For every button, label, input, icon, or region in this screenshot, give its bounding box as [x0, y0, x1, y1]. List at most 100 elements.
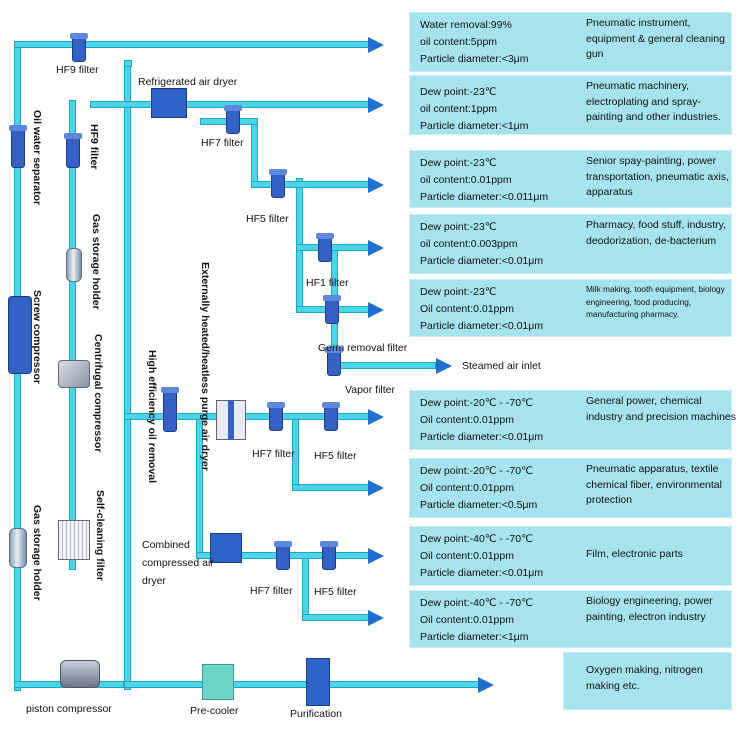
self-cleaning-filter-icon	[58, 520, 90, 560]
piston-compressor-icon	[60, 660, 100, 688]
application-text: Senior spay-painting, power transportati…	[586, 155, 729, 198]
heatless-dryer-icon	[216, 400, 246, 440]
hf1-filter-icon	[316, 233, 334, 262]
hf7-filter-b-icon	[267, 402, 285, 431]
arrow-row-8	[368, 548, 384, 564]
high-efficiency-filter-icon	[161, 387, 179, 432]
spec-line: oil content:0.003ppm	[420, 238, 518, 250]
spec-line: Dew point:-23℃	[420, 157, 497, 169]
arrow-row-5	[368, 302, 384, 318]
label-self-cleaning-filter: Self-cleaning filter	[94, 490, 106, 582]
arrow-row-2	[368, 97, 384, 113]
label-hf5-filter-b: HF5 filter	[314, 450, 357, 462]
application-text: Milk making, tooth equipment, biology en…	[586, 284, 725, 319]
arrow-row-9	[368, 610, 384, 626]
label-vapor-filter: Vapor filter	[345, 384, 395, 396]
info-panel-10: Oxygen making, nitrogen making etc.	[563, 652, 732, 710]
label-high-efficiency-oil-removal: High efficiency oil removal	[146, 350, 158, 484]
label-germ-removal-filter: Germ removal filter	[318, 342, 408, 354]
spec-line: Particle diameter:<0.011μm	[420, 191, 549, 203]
spec-line: Oil content:0.01ppm	[420, 482, 514, 494]
pipe-row-1	[14, 41, 370, 48]
spec-line: Dew point:-23℃	[420, 286, 497, 298]
pipe-hf7-down	[251, 118, 258, 188]
label-gas-storage-mid: Gas storage holder	[90, 214, 102, 310]
spec-line: Particle diameter:<0.01μm	[420, 431, 544, 443]
label-hf9-filter-v: HF9 filter	[88, 124, 100, 170]
label-external-heated-dryer: Externally heated/heatless purge air dry…	[199, 262, 211, 471]
pipe-row-10	[124, 681, 480, 688]
hf9-filter-v-icon	[64, 133, 82, 168]
spec-line: Dew point:-40℃ - -70℃	[420, 533, 533, 545]
hf7-filter-c-icon	[274, 541, 292, 570]
hf5-filter-c-icon	[320, 541, 338, 570]
refrigerated-dryer-icon	[151, 88, 187, 118]
spec-line: Particle diameter:<0.01μm	[420, 255, 544, 267]
centrifugal-compressor-icon	[58, 360, 90, 388]
label-pre-cooler: Pre-cooler	[190, 705, 239, 717]
hf9-filter-icon	[70, 33, 88, 62]
spec-line: oil content:5ppm	[420, 36, 498, 48]
spec-line: Particle diameter:<1μm	[420, 631, 529, 643]
spec-line: Dew point:-20℃ - -70℃	[420, 397, 533, 409]
pipe-steam	[336, 362, 436, 369]
label-hf7-filter-b: HF7 filter	[252, 448, 295, 460]
spec-line: Particle diameter:<1μm	[420, 120, 529, 132]
spec-line: Dew point:-23℃	[420, 221, 497, 233]
application-text: Pharmacy, food stuff, industry, deodoriz…	[586, 219, 727, 247]
spec-line: Dew point:-40℃ - -70℃	[420, 597, 533, 609]
arrow-row-6	[368, 409, 384, 425]
label-hf7-filter: HF7 filter	[201, 137, 244, 149]
arrow-row-3	[368, 177, 384, 193]
pipe-hf5c-down	[302, 555, 309, 617]
arrow-row-4	[368, 240, 384, 256]
arrow-row-7	[368, 480, 384, 496]
hf5-filter-b-icon	[322, 402, 340, 431]
spec-line: Water removal:99%	[420, 19, 512, 31]
label-centrifugal-compressor: Centrifugal compressor	[92, 334, 104, 453]
arrow-steam	[436, 358, 452, 374]
pipe-row-3	[251, 181, 370, 188]
spec-line: oil content:0.01ppm	[420, 174, 512, 186]
pipe-row-9	[302, 614, 370, 621]
oil-water-separator-icon	[9, 125, 27, 168]
combined-dryer-icon	[210, 533, 242, 563]
label-oil-water-separator: Oil water separator	[31, 110, 43, 206]
pre-cooler-icon	[202, 664, 234, 700]
hf7-filter-icon	[224, 105, 242, 134]
label-piston-compressor: piston compressor	[26, 703, 112, 715]
gas-storage-tank-icon	[66, 248, 82, 282]
info-panel-7: Dew point:-20℃ - -70℃ Oil content:0.01ppm…	[409, 458, 732, 518]
application-text: Film, electronic parts	[586, 548, 683, 560]
pipe-gas-holder-column	[69, 100, 76, 570]
label-hf5-filter: HF5 filter	[246, 213, 289, 225]
application-text: Pneumatic machinery, electroplating and …	[586, 80, 721, 123]
label-screw-compressor: Screw compressor	[31, 290, 43, 384]
arrow-row-1	[368, 37, 384, 53]
application-text: Biology engineering, power painting, ele…	[586, 595, 713, 623]
spec-line: Particle diameter:<0.5μm	[420, 499, 538, 511]
application-text: Oxygen making, nitrogen making etc.	[586, 664, 703, 692]
purification-icon	[306, 658, 330, 706]
pipe-top-center	[124, 60, 132, 67]
label-refrigerated-dryer: Refrigerated air dryer	[138, 76, 238, 88]
label-hf5-filter-c: HF5 filter	[314, 586, 357, 598]
label-combined-dryer: Combined compressed air dryer	[142, 539, 214, 587]
label-hf9-filter: HF9 filter	[56, 64, 99, 76]
vapor-filter-icon	[325, 347, 343, 376]
spec-line: Dew point:-20℃ - -70℃	[420, 465, 533, 477]
spec-line: Oil content:0.01ppm	[420, 303, 514, 315]
spec-line: Oil content:0.01ppm	[420, 550, 514, 562]
application-text: Pneumatic instrument, equipment & genera…	[586, 17, 725, 60]
spec-line: Dew point:-23℃	[420, 86, 497, 98]
application-text: General power, chemical industry and pre…	[586, 395, 736, 423]
hf5-filter-icon	[269, 169, 287, 198]
germ-filter-icon	[323, 295, 341, 324]
label-hf1-filter: HF1 filter	[306, 277, 349, 289]
